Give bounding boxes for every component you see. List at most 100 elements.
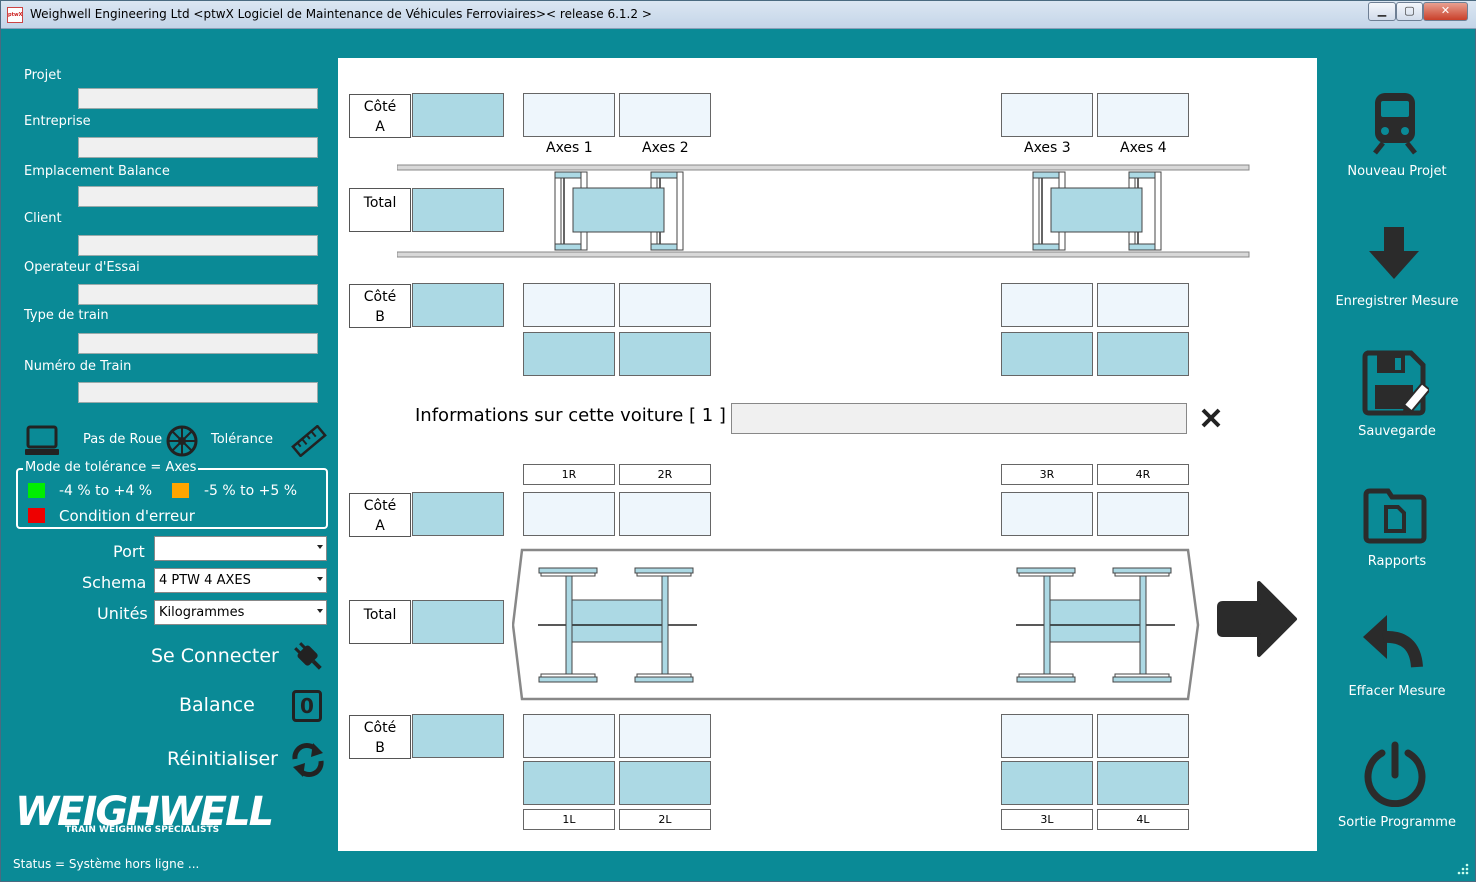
maximize-button[interactable]: ▢ (1396, 2, 1423, 21)
cote-b-top-text: Côté (363, 289, 397, 305)
refresh-icon[interactable] (289, 741, 327, 779)
wheel-3r-value (1001, 492, 1093, 536)
operateur-field[interactable] (78, 284, 318, 305)
wheel-1r-value (523, 492, 615, 536)
total-top-label: Total (349, 188, 411, 232)
cote-a-bottom-label: Côté A (349, 493, 411, 537)
cote-a-bottom-total (412, 492, 504, 536)
status-text: Status = Système hors ligne ... (13, 857, 200, 871)
axle-3-b-status (1001, 332, 1093, 376)
red-swatch (28, 508, 45, 523)
axle-3-label: Axes 3 (1024, 140, 1071, 156)
axle-1-label: Axes 1 (546, 140, 593, 156)
wheel-4l-label: 4L (1097, 809, 1189, 830)
connect-button[interactable]: Se Connecter (151, 645, 279, 667)
total-top-value (412, 188, 504, 232)
next-car-arrow-icon[interactable] (1217, 579, 1299, 659)
green-swatch (28, 483, 45, 498)
vehicle-diagram (512, 548, 1200, 701)
units-select[interactable]: Kilogrammes (154, 600, 327, 625)
minimize-button[interactable]: ▁ (1368, 2, 1396, 21)
schema-select[interactable]: 4 PTW 4 AXES (154, 568, 327, 593)
cote-a-bottom-side: A (375, 518, 385, 534)
save-icon (1362, 350, 1429, 416)
car-info-field[interactable] (731, 403, 1187, 434)
new-project-label: Nouveau Projet (1347, 164, 1447, 179)
reset-button[interactable]: Réinitialiser (167, 748, 278, 770)
axle-2-a-value (619, 93, 711, 137)
wheel-1r-label: 1R (523, 464, 615, 485)
close-button[interactable]: ✕ (1423, 2, 1468, 21)
ruler-icon[interactable] (291, 425, 327, 457)
track-diagram-top (397, 164, 1250, 258)
cote-b-bottom-text: Côté (363, 720, 397, 736)
cote-b-bottom-side: B (375, 740, 385, 756)
label-type-train: Type de train (24, 308, 109, 323)
tolerance-range-5: -5 % to +5 % (204, 483, 298, 499)
balance-counter-icon: 0 (292, 690, 322, 722)
cote-a-top-side: A (375, 119, 385, 135)
exit-program-label: Sortie Programme (1338, 815, 1456, 830)
plug-icon[interactable] (291, 639, 327, 675)
car-info-label: Informations sur cette voiture [ 1 ] (415, 405, 726, 426)
axle-4-label: Axes 4 (1120, 140, 1167, 156)
clear-info-icon[interactable] (1200, 407, 1222, 429)
cote-b-top-label: Côté B (349, 284, 411, 328)
wheel-1l-status (523, 761, 615, 805)
label-operateur: Operateur d'Essai (24, 260, 140, 275)
orange-swatch (172, 483, 189, 498)
close-icon: ✕ (1440, 4, 1451, 17)
label-client: Client (24, 211, 62, 226)
wheel-4l-status (1097, 761, 1189, 805)
logo-tagline: TRAIN WEIGHING SPECIALISTS (65, 825, 220, 835)
projet-field[interactable] (78, 88, 318, 109)
total-top-text: Total (363, 195, 397, 211)
power-icon (1364, 741, 1426, 807)
axle-3-b-value (1001, 283, 1093, 327)
port-select[interactable] (154, 536, 327, 561)
schema-label: Schema (82, 573, 147, 592)
backup-label: Sauvegarde (1358, 424, 1436, 439)
clear-measure-label: Effacer Mesure (1348, 684, 1446, 699)
balance-button[interactable]: Balance (179, 694, 255, 716)
axle-4-b-value (1097, 283, 1189, 327)
folder-icon (1363, 488, 1427, 544)
axle-1-b-status (523, 332, 615, 376)
cote-a-top-text: Côté (363, 99, 397, 115)
label-emplacement-balance: Emplacement Balance (24, 164, 170, 179)
wheel-icon[interactable] (166, 425, 198, 457)
error-condition-label: Condition d'erreur (59, 507, 195, 525)
total-bottom-text: Total (363, 607, 397, 623)
client-field[interactable] (78, 235, 318, 256)
emplacement-balance-field[interactable] (78, 186, 318, 207)
train-icon (1373, 93, 1417, 155)
window-title: Weighwell Engineering Ltd <ptwX Logiciel… (30, 7, 652, 21)
total-bottom-label: Total (349, 600, 411, 644)
bogie-bottom-2 (1016, 567, 1175, 683)
cote-a-bottom-text: Côté (363, 498, 397, 514)
bogie-top-1 (554, 171, 684, 251)
entreprise-field[interactable] (78, 137, 318, 158)
cote-b-total-value (412, 283, 504, 327)
axle-4-b-status (1097, 332, 1189, 376)
wheel-1l-value (523, 714, 615, 758)
numero-train-field[interactable] (78, 382, 318, 403)
label-projet: Projet (24, 68, 62, 83)
axle-1-a-value (523, 93, 615, 137)
type-train-field[interactable] (78, 333, 318, 354)
resize-grip-icon[interactable] (1455, 861, 1471, 877)
bogie-top-2 (1032, 171, 1162, 251)
tolerance-mode-box: Mode de tolérance = Axes -4 % to +4 % -5… (16, 460, 328, 529)
wheel-3l-label: 3L (1001, 809, 1093, 830)
cote-a-total-value (412, 93, 504, 137)
cote-b-top-side: B (375, 309, 385, 325)
units-value: Kilogrammes (159, 605, 245, 620)
total-bottom-value (412, 600, 504, 644)
axle-4-a-value (1097, 93, 1189, 137)
computer-icon[interactable] (25, 425, 61, 459)
maximize-icon: ▢ (1404, 4, 1415, 17)
reports-label: Rapports (1367, 554, 1427, 569)
wheel-3r-label: 3R (1001, 464, 1093, 485)
chevron-down-icon (317, 545, 323, 549)
